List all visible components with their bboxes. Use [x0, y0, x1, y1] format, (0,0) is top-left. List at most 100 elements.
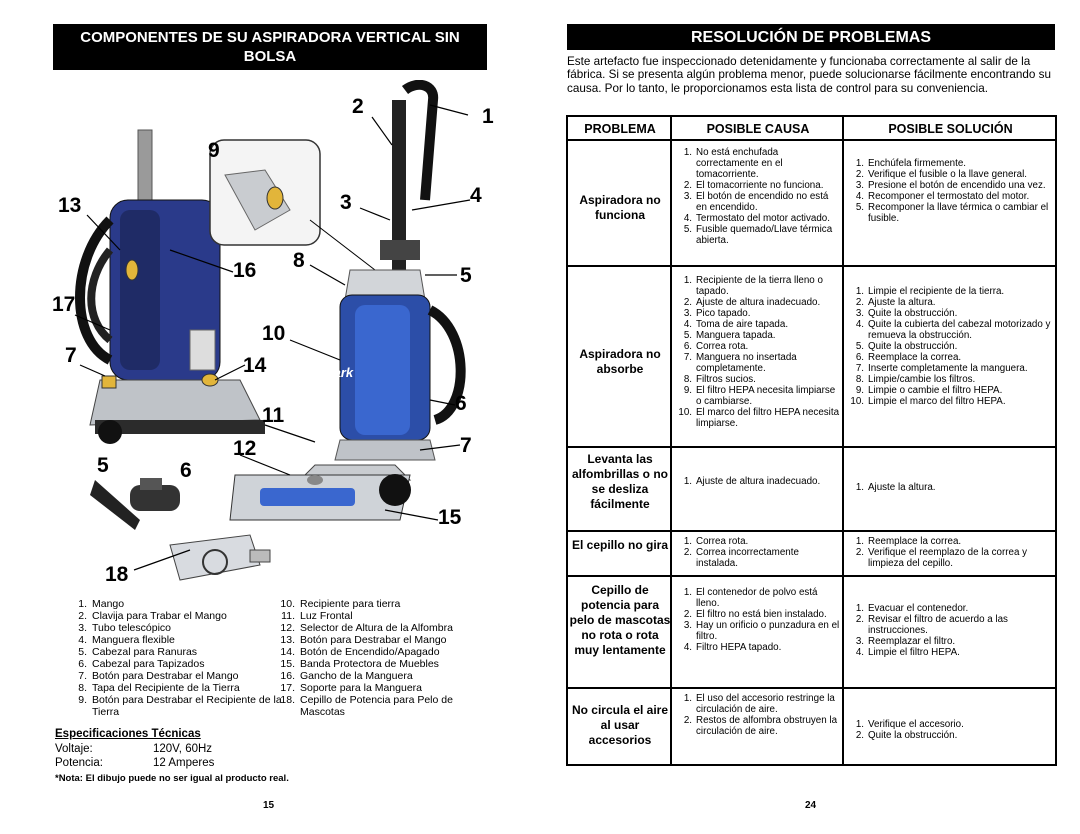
- callout-15: 15: [438, 506, 462, 529]
- item-number: 4.: [683, 642, 692, 653]
- callout-1: 1: [482, 105, 494, 128]
- item-number: 9.: [855, 385, 864, 396]
- troubleshooting-table: PROBLEMA POSIBLE CAUSA POSIBLE SOLUCIÓN …: [566, 115, 1057, 766]
- item-number: 3.: [683, 191, 692, 202]
- item-number: 7.: [855, 363, 864, 374]
- list-item: 4.Termostato del motor activado.: [678, 213, 840, 224]
- list-item: 1.Limpie el recipiente de la tierra.: [850, 286, 1053, 297]
- item-text: Recomponer la llave térmica o cambiar el…: [868, 202, 1049, 224]
- part-name: Tubo telescópico: [92, 622, 171, 634]
- item-number: 1.: [855, 158, 864, 169]
- item-number: 4.: [855, 191, 864, 202]
- item-text: Inserte completamente la manguera.: [868, 363, 1028, 374]
- item-number: 10.: [678, 407, 692, 418]
- parts-list-item: 13.Botón para Destrabar el Mango: [280, 634, 480, 646]
- page-number: 24: [805, 800, 817, 811]
- item-text: Reemplace la correa.: [868, 352, 962, 363]
- list-item: 2.Verifique el fusible o la llave genera…: [850, 169, 1053, 180]
- item-text: Hay un orificio o punzadura en el filtro…: [696, 620, 840, 642]
- list-item: 8.Limpie/cambie los filtros.: [850, 374, 1053, 385]
- parts-list-item: 7.Botón para Destrabar el Mango: [72, 670, 292, 682]
- part-number: 18.: [280, 694, 295, 706]
- list-item: 6.Correa rota.: [678, 341, 840, 352]
- technical-specs: Especificaciones Técnicas Voltaje: 120V,…: [55, 727, 355, 770]
- spec-value: 12 Amperes: [153, 757, 215, 769]
- item-text: Restos de alfombra obstruyen la circulac…: [696, 715, 838, 737]
- item-number: 4.: [855, 647, 864, 658]
- item-number: 4.: [683, 319, 692, 330]
- item-text: Limpie o cambie el filtro HEPA.: [868, 385, 1003, 396]
- item-text: Pico tapado.: [696, 308, 751, 319]
- list-item: 6.Reemplace la correa.: [850, 352, 1053, 363]
- column-divider: [842, 117, 844, 764]
- item-number: 7.: [683, 352, 692, 363]
- cause-cell: 1.Ajuste de altura inadecuado.: [678, 476, 840, 487]
- item-text: Reemplazar el filtro.: [868, 636, 956, 647]
- list-item: 7. Inserte completamente la manguera.: [850, 363, 1053, 374]
- item-number: 2.: [855, 614, 864, 625]
- list-item: 3.Quite la obstrucción.: [850, 308, 1053, 319]
- specs-title: Especificaciones Técnicas: [55, 728, 201, 740]
- table-row: Aspiradora no funciona 1. No está enchufad…: [568, 143, 1055, 267]
- part-name: Botón de Encendido/Apagado: [300, 646, 440, 658]
- problem-cell: Aspiradora no funciona: [579, 193, 661, 222]
- part-number: 16.: [280, 670, 295, 682]
- product-illustration: Shark: [50, 79, 510, 600]
- part-name: Clavija para Trabar el Mango: [92, 610, 227, 622]
- list-item: 4.Quite la cubierta del cabezal motoriza…: [850, 319, 1053, 341]
- item-number: 3.: [855, 308, 864, 319]
- part-name: Luz Frontal: [300, 610, 353, 622]
- item-number: 2.: [683, 297, 692, 308]
- item-text: Verifique el accesorio.: [868, 719, 964, 730]
- part-number: 2.: [78, 610, 87, 622]
- item-text: Evacuar el contenedor.: [868, 603, 969, 614]
- item-text: Recipiente de la tierra lleno o tapado.: [696, 275, 823, 297]
- cause-cell: 1.El contenedor de polvo está lleno.2.El…: [678, 587, 840, 653]
- list-item: 1.Correa rota.: [678, 536, 840, 547]
- list-item: 3.Pico tapado.: [678, 308, 840, 319]
- item-text: Presione el botón de encendido una vez.: [868, 180, 1046, 191]
- table-row: Levanta las alfombrillas o no se desliza…: [568, 450, 1055, 532]
- list-item: 2.El filtro no está bien instalado.: [678, 609, 840, 620]
- part-number: 8.: [78, 682, 87, 694]
- spec-label: Voltaje:: [55, 743, 93, 755]
- part-number: 9.: [78, 694, 87, 706]
- part-number: 10.: [280, 598, 295, 610]
- cause-cell: 1.El uso del accesorio restringe la circ…: [678, 693, 840, 737]
- item-text: No está enchufada correctamente en el to…: [696, 147, 783, 180]
- list-item: 1.Ajuste la altura.: [850, 482, 1053, 493]
- item-text: Revisar el filtro de acuerdo a las instr…: [868, 614, 1008, 636]
- callout-2: 2: [352, 95, 364, 118]
- list-item: 1.El contenedor de polvo está lleno.: [678, 587, 840, 609]
- callout-5-accessory: 5: [97, 454, 109, 477]
- callout-6-right: 6: [455, 392, 467, 415]
- item-text: Filtro HEPA tapado.: [696, 642, 782, 653]
- header-solution: POSIBLE SOLUCIÓN: [844, 117, 1057, 141]
- part-name: Manguera flexible: [92, 634, 175, 646]
- item-number: 1.: [855, 536, 864, 547]
- components-title: COMPONENTES DE SU ASPIRADORA VERTICAL SI…: [53, 24, 487, 70]
- accessories: [90, 478, 271, 581]
- solution-cell: 1.Limpie el recipiente de la tierra.2.Aj…: [850, 286, 1053, 407]
- callout-7-left: 7: [65, 344, 77, 367]
- column-divider: [670, 117, 672, 764]
- part-name: Tapa del Recipiente de la Tierra: [92, 682, 240, 694]
- list-item: 5.Recomponer la llave térmica o cambiar …: [850, 202, 1053, 224]
- item-number: 3.: [855, 636, 864, 647]
- item-text: Enchúfela firmemente.: [868, 158, 967, 169]
- item-number: 1.: [855, 482, 864, 493]
- callout-14: 14: [243, 354, 267, 377]
- item-number: 10.: [850, 396, 864, 407]
- problem-cell: El cepillo no gira: [571, 538, 669, 552]
- callout-3: 3: [340, 191, 352, 214]
- item-number: 2.: [683, 609, 692, 620]
- parts-list-item: 10.Recipiente para tierra: [280, 598, 480, 610]
- item-number: 2.: [855, 547, 864, 558]
- part-number: 13.: [280, 634, 295, 646]
- item-text: Quite la obstrucción.: [868, 341, 958, 352]
- callout-18: 18: [105, 563, 129, 586]
- part-number: 11.: [281, 610, 295, 622]
- parts-list-item: 14.Botón de Encendido/Apagado: [280, 646, 480, 658]
- callout-11: 11: [262, 404, 285, 427]
